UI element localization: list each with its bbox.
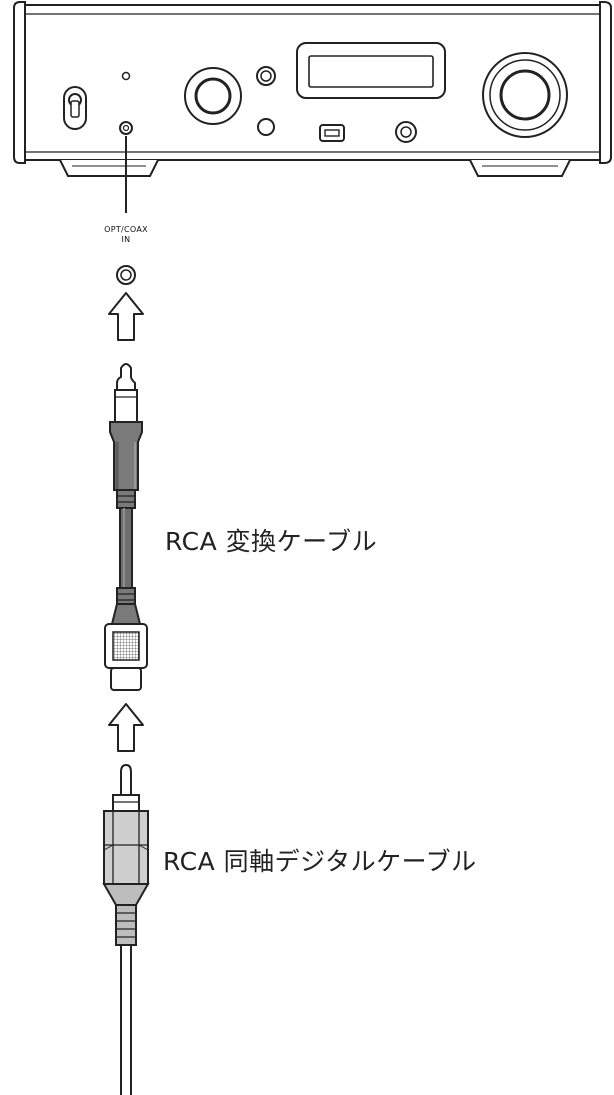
cable-label-rca-conversion: RCA 変換ケーブル	[165, 527, 378, 556]
indicator-led	[121, 71, 131, 81]
opt-coax-in-jack	[119, 121, 133, 135]
headphone-jack	[395, 121, 417, 143]
device-front-panel	[13, 1, 612, 177]
selector-knob	[184, 67, 242, 125]
insert-arrow-lower	[108, 703, 144, 752]
left-foot	[59, 159, 159, 177]
right-foot	[469, 159, 571, 177]
jack-detail-icon	[116, 265, 136, 285]
usb-port	[319, 124, 345, 142]
jack-label-line1: OPT/COAX	[104, 225, 148, 234]
button-upper	[256, 66, 276, 86]
power-switch	[63, 86, 87, 130]
button-lower	[257, 118, 275, 136]
volume-knob	[482, 52, 568, 138]
jack-label-line2: IN	[122, 235, 131, 244]
left-end-cap	[13, 1, 26, 164]
display-window	[296, 42, 446, 99]
cable-label-rca-coaxial-digital: RCA 同軸デジタルケーブル	[163, 847, 477, 876]
insert-arrow-upper	[108, 292, 144, 341]
rca-coaxial-digital-cable	[102, 763, 150, 1095]
right-end-cap	[599, 1, 612, 164]
rca-conversion-cable	[104, 363, 148, 691]
